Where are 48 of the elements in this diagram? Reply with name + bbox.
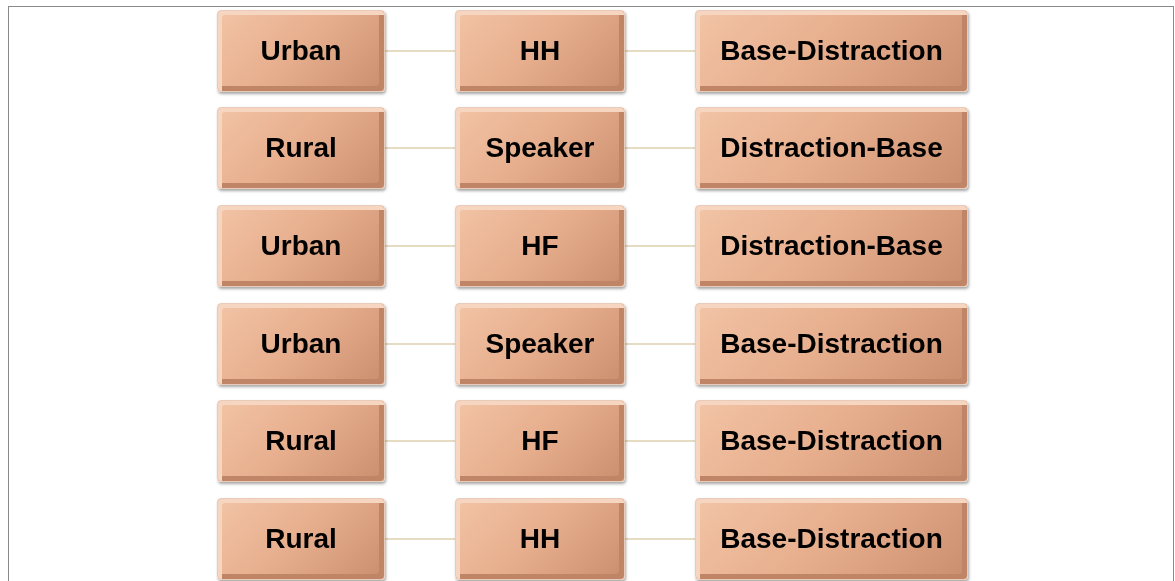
connector-line xyxy=(384,343,456,345)
connector-line xyxy=(384,538,456,540)
box-label: Rural xyxy=(265,131,337,165)
box-label: Rural xyxy=(265,522,337,556)
connector-line xyxy=(624,50,696,52)
connector-line xyxy=(624,147,696,149)
box-label: Urban xyxy=(260,327,342,361)
process-box xyxy=(217,498,385,580)
box-label: Rural xyxy=(265,424,337,458)
process-box xyxy=(695,303,968,385)
connector-line xyxy=(384,440,456,442)
box-label: HF xyxy=(521,229,559,263)
connector-line xyxy=(384,50,456,52)
box-label: Speaker xyxy=(485,131,595,165)
box-label: Base-Distraction xyxy=(720,522,943,556)
process-box xyxy=(695,498,968,580)
process-box xyxy=(695,10,968,92)
box-label: Distraction-Base xyxy=(720,131,943,165)
box-label: HH xyxy=(519,34,561,68)
process-box xyxy=(217,303,385,385)
process-box xyxy=(217,107,385,189)
process-box xyxy=(695,400,968,482)
process-box xyxy=(455,205,625,287)
process-box xyxy=(695,205,968,287)
box-label: Urban xyxy=(260,229,342,263)
box-label: Distraction-Base xyxy=(720,229,943,263)
process-box xyxy=(455,107,625,189)
connector-line xyxy=(624,245,696,247)
process-box xyxy=(217,400,385,482)
connector-line xyxy=(624,538,696,540)
box-label: Base-Distraction xyxy=(720,34,943,68)
box-label: Base-Distraction xyxy=(720,327,943,361)
box-label: Speaker xyxy=(485,327,595,361)
box-label: Urban xyxy=(260,34,342,68)
box-label: HF xyxy=(521,424,559,458)
process-box xyxy=(455,303,625,385)
connector-line xyxy=(384,147,456,149)
process-box xyxy=(217,10,385,92)
process-box xyxy=(455,10,625,92)
connector-line xyxy=(624,440,696,442)
process-box xyxy=(695,107,968,189)
process-box xyxy=(455,400,625,482)
box-label: Base-Distraction xyxy=(720,424,943,458)
process-box xyxy=(217,205,385,287)
process-box xyxy=(455,498,625,580)
connector-line xyxy=(384,245,456,247)
box-label: HH xyxy=(519,522,561,556)
connector-line xyxy=(624,343,696,345)
